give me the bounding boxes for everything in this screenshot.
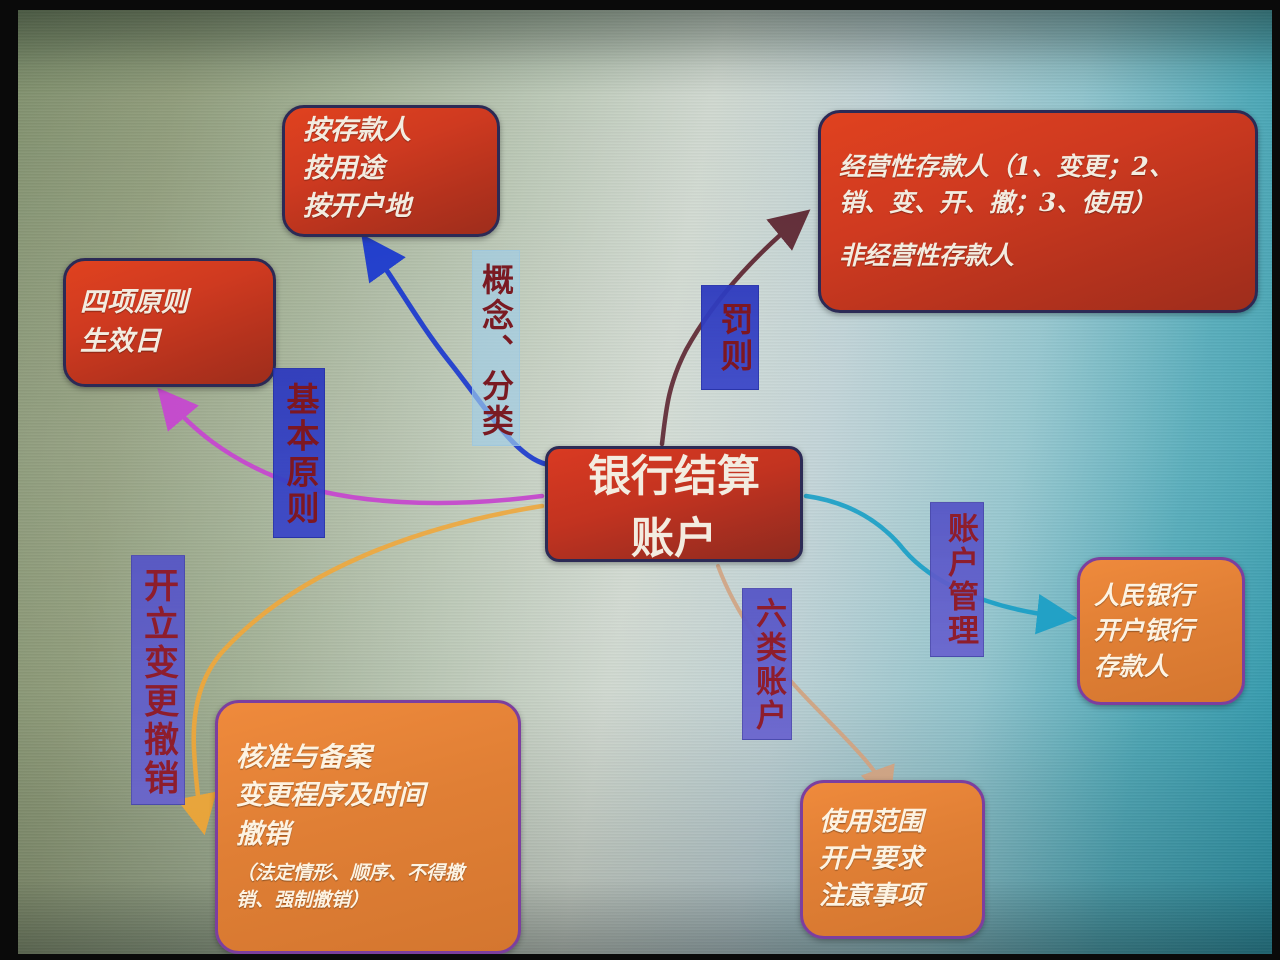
center-line-1: 银行结算 xyxy=(588,452,760,502)
depositor-line-4: 非经营性存款人 xyxy=(839,241,1015,271)
label-six-account-types[interactable]: 六类账户 xyxy=(742,588,792,740)
scope-line-2: 开户要求 xyxy=(819,844,924,875)
approve-line-3: 撤销 xyxy=(236,818,290,850)
pboc-line-1: 人民银行 xyxy=(1094,580,1195,610)
classify-line-2: 按用途 xyxy=(303,152,384,184)
connector-center-to-depositor xyxy=(659,209,811,447)
connector-center-to-scope xyxy=(716,564,895,804)
projected-slide: 按存款人 按用途 按开户地 经营性存款人（1、变更；2、 销、变、开、撤；3、使… xyxy=(18,10,1272,954)
classify-line-1: 按存款人 xyxy=(303,114,411,146)
node-usage-scope-card[interactable]: 使用范围 开户要求 注意事项 xyxy=(800,780,985,939)
classify-line-3: 按开户地 xyxy=(303,191,411,223)
depositor-spacer xyxy=(839,220,1237,238)
scope-line-3: 注意事项 xyxy=(819,880,924,911)
label-open-change-cancel[interactable]: 开立变更撤销 xyxy=(131,555,185,805)
approve-line-1: 核准与备案 xyxy=(236,741,371,773)
node-pboc-card[interactable]: 人民银行 开户银行 存款人 xyxy=(1077,557,1245,705)
center-line-2: 账户 xyxy=(631,514,717,564)
approve-line-2: 变更程序及时间 xyxy=(236,780,425,812)
label-concept-classification[interactable]: 概念、分类 xyxy=(472,250,520,446)
connector-center-to-classify xyxy=(361,233,554,468)
connector-center-to-approve xyxy=(176,503,545,836)
node-center-bank-settlement-account[interactable]: 银行结算 账户 xyxy=(545,446,803,564)
node-four-principles-card[interactable]: 四项原则 生效日 xyxy=(63,258,276,387)
pboc-line-3: 存款人 xyxy=(1094,651,1170,681)
node-classify-card[interactable]: 按存款人 按用途 按开户地 xyxy=(282,105,500,237)
principle-line-2: 生效日 xyxy=(80,325,161,357)
principle-line-1: 四项原则 xyxy=(80,287,188,319)
depositor-line-2: 销、变、开、撤；3、使用） xyxy=(839,187,1157,217)
label-basic-principles[interactable]: 基本原则 xyxy=(273,368,325,538)
approve-note: （法定情形、顺序、不得撤销、强制撤销） xyxy=(236,861,465,912)
node-depositor-card[interactable]: 经营性存款人（1、变更；2、 销、变、开、撤；3、使用） 非经营性存款人 xyxy=(818,110,1258,313)
node-approval-filing-card[interactable]: 核准与备案 变更程序及时间 撤销 （法定情形、顺序、不得撤销、强制撤销） xyxy=(215,700,521,954)
depositor-line-1: 经营性存款人（1、变更；2、 xyxy=(839,152,1174,182)
pboc-line-2: 开户银行 xyxy=(1094,616,1195,646)
connector-center-to-pboc xyxy=(803,493,1078,635)
label-account-management[interactable]: 账户管理 xyxy=(930,502,984,657)
scope-line-1: 使用范围 xyxy=(819,807,924,838)
label-penalty[interactable]: 罚则 xyxy=(701,285,759,390)
